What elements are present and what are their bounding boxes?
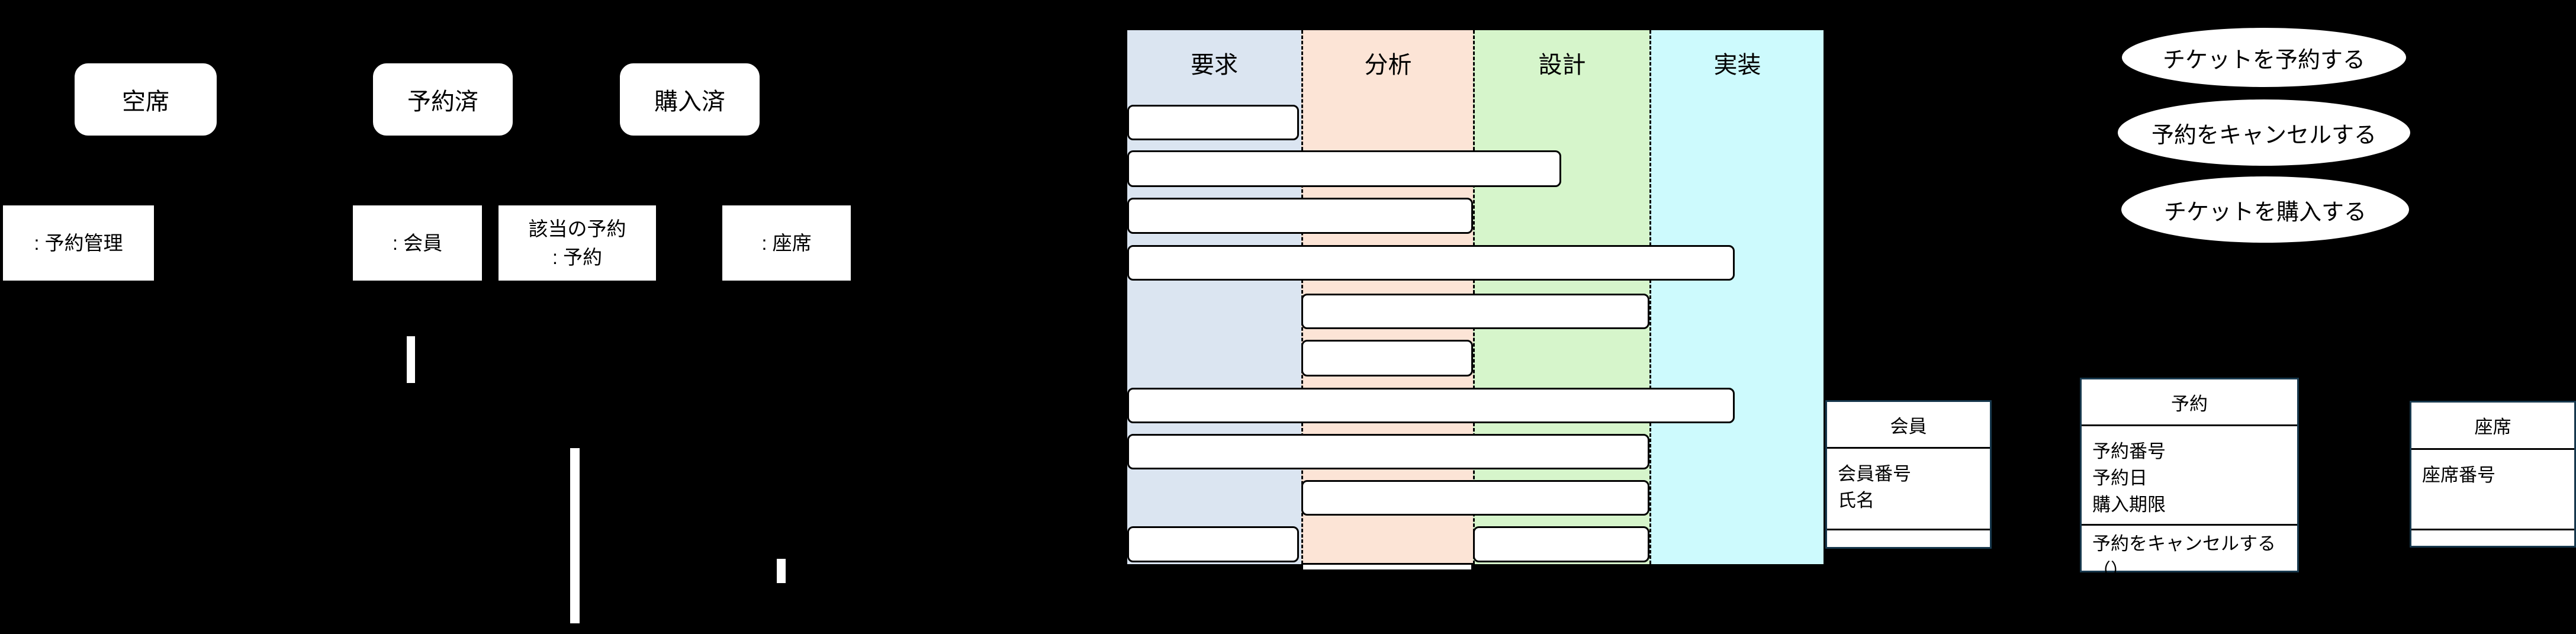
class-attribute: 座席番号 xyxy=(2422,465,2495,485)
class-name: 座席 xyxy=(2474,417,2511,437)
phase-column-4: 実装 xyxy=(1649,30,1824,564)
class-attribute: 氏名 xyxy=(1838,490,1874,511)
class-methods xyxy=(2411,530,2574,546)
lifeline-target-reservation: 該当の予約 : 予約 xyxy=(497,204,657,282)
lifeline-label: : 会員 xyxy=(392,231,443,254)
activation-bar xyxy=(406,335,416,384)
usecase-cancel-reservation: 予約をキャンセルする xyxy=(2117,98,2411,167)
usecase-purchase-ticket: チケットを購入する xyxy=(2120,175,2410,244)
class-attributes: 座席番号 xyxy=(2411,450,2574,530)
lifeline-seat: : 座席 xyxy=(721,204,852,282)
class-attributes: 会員番号 氏名 xyxy=(1827,449,1990,530)
task-bar xyxy=(1127,245,1735,281)
state-purchased: 購入済 xyxy=(618,62,761,137)
state-label: 空席 xyxy=(122,89,169,115)
class-seat: 座席 座席番号 xyxy=(2410,401,2576,548)
class-attribute: 購入期限 xyxy=(2092,494,2166,515)
class-attributes: 予約番号 予約日 購入期限 xyxy=(2082,426,2297,526)
class-methods: 予約をキャンセルする（） xyxy=(2082,526,2297,581)
state-vacant-seat: 空席 xyxy=(73,62,218,137)
lifeline-reservation-manager: : 予約管理 xyxy=(2,204,155,282)
task-bar xyxy=(1127,388,1735,423)
task-bar xyxy=(1301,294,1649,329)
task-bar xyxy=(1127,434,1649,469)
activation-bar xyxy=(569,447,581,625)
phase-column-label: 要求 xyxy=(1191,52,1238,78)
class-attribute: 会員番号 xyxy=(1838,464,1911,484)
phase-column-label: 分析 xyxy=(1364,52,1412,78)
class-title: 予約 xyxy=(2082,379,2297,426)
lifeline-label: : 予約管理 xyxy=(34,231,123,254)
activation-bar xyxy=(776,558,787,584)
class-title: 座席 xyxy=(2411,403,2574,450)
class-title: 会員 xyxy=(1827,402,1990,449)
lifeline-member: : 会員 xyxy=(352,204,483,282)
state-label: 購入済 xyxy=(654,89,725,115)
usecase-reserve-ticket: チケットを予約する xyxy=(2121,27,2407,88)
class-name: 会員 xyxy=(1890,416,1927,437)
phase-column-label: 実装 xyxy=(1713,52,1761,78)
class-attribute: 予約番号 xyxy=(2092,441,2166,462)
usecase-label: チケットを予約する xyxy=(2162,47,2365,73)
usecase-label: チケットを購入する xyxy=(2163,199,2366,225)
class-member: 会員 会員番号 氏名 xyxy=(1825,400,1992,549)
task-bar xyxy=(1301,340,1473,376)
task-bar xyxy=(1127,150,1561,187)
task-bar xyxy=(1473,526,1649,562)
task-bar xyxy=(1127,526,1299,562)
task-bar xyxy=(1301,480,1649,516)
lifeline-label-line2: : 予約 xyxy=(552,246,603,268)
usecase-label: 予約をキャンセルする xyxy=(2151,123,2376,148)
class-attribute: 予約日 xyxy=(2092,468,2147,488)
task-bar xyxy=(1301,563,1473,569)
class-methods xyxy=(1827,530,1990,547)
class-method: 予約をキャンセルする（） xyxy=(2092,533,2276,581)
lifeline-label: : 座席 xyxy=(761,231,812,254)
state-reserved: 予約済 xyxy=(371,62,514,137)
class-name: 予約 xyxy=(2171,393,2208,414)
class-reservation: 予約 予約番号 予約日 購入期限 予約をキャンセルする（） xyxy=(2080,378,2299,581)
lifeline-label-line1: 該当の予約 xyxy=(528,217,626,240)
task-bar xyxy=(1127,105,1299,140)
state-label: 予約済 xyxy=(407,89,478,115)
task-bar xyxy=(1127,198,1473,234)
phase-column-label: 設計 xyxy=(1538,52,1586,78)
